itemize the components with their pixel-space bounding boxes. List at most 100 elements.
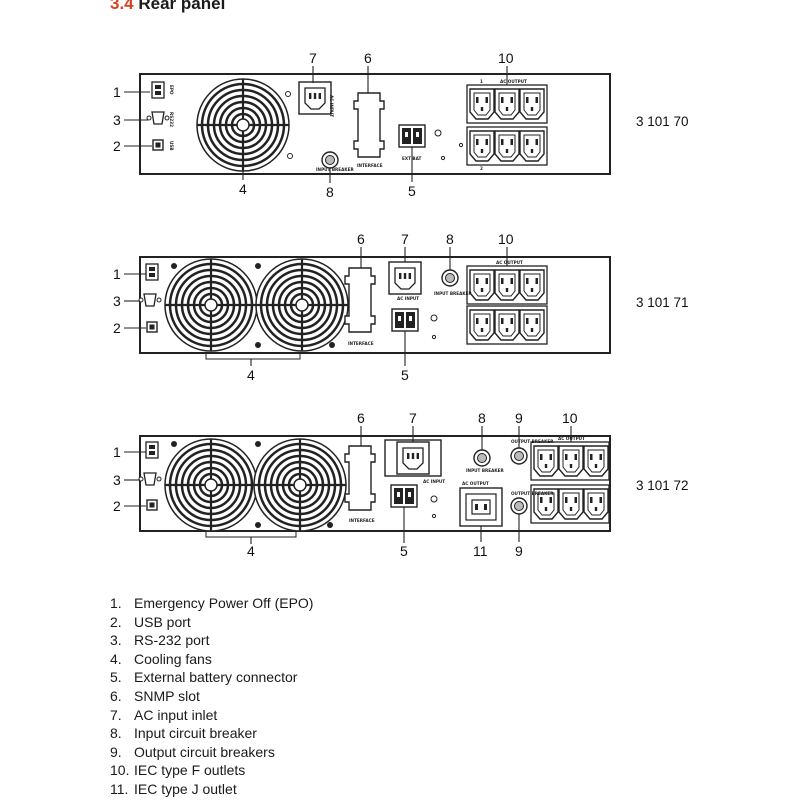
- input-breaker: [473, 449, 491, 467]
- panel3-callout-2: 2: [113, 498, 121, 514]
- output-breaker-top: [510, 447, 528, 465]
- panel3-label-interface: INTERFACE: [349, 518, 375, 523]
- panel3-callout-6: 6: [357, 410, 365, 426]
- panel1-label-group-1: 1: [480, 79, 483, 84]
- panel2-callout-4: 4: [247, 367, 255, 383]
- panel3-callout-8: 8: [478, 410, 486, 426]
- section-heading: 3.4 Rear panel: [110, 0, 225, 14]
- panel-3-101-72: AC INPUT INPUT BREAKER INTERFACE AC OUTP…: [113, 410, 689, 559]
- panel2-callout-8: 8: [446, 231, 454, 247]
- panel2-callout-1: 1: [113, 266, 121, 282]
- legend-item: 1.Emergency Power Off (EPO): [110, 595, 314, 611]
- input-breaker: [441, 269, 459, 287]
- panel1-callout-7: 7: [309, 50, 317, 66]
- snmp-slot: [344, 445, 376, 511]
- output-breaker-bottom: [510, 497, 528, 515]
- panel3-label-ac-input: AC INPUT: [423, 479, 445, 484]
- panel1-callout-10: 10: [498, 50, 514, 66]
- panel1-label-ac-input: AC INPUT: [329, 95, 334, 117]
- panel2-label-interface: INTERFACE: [348, 341, 374, 346]
- ac-input-inlet: [388, 261, 422, 295]
- panel3-callout-11: 11: [473, 543, 488, 559]
- panel3-callout-7: 7: [409, 410, 417, 426]
- panel1-callout-4: 4: [239, 181, 247, 197]
- battery-connector: [390, 484, 418, 508]
- panel1-callout-6: 6: [364, 50, 372, 66]
- panel3-callout-4: 4: [247, 543, 255, 559]
- snmp-slot: [344, 267, 376, 333]
- component-legend: 1.Emergency Power Off (EPO) 2.USB port 3…: [110, 594, 313, 799]
- panel1-label-input-breaker: INPUT BREAKER: [316, 167, 354, 172]
- legend-item: 5.External battery connector: [110, 669, 298, 686]
- panel3-callout-3: 3: [113, 472, 121, 488]
- panel3-callout-10: 10: [562, 410, 578, 426]
- outlet-block-top: [467, 266, 547, 304]
- legend-item: 2.USB port: [110, 613, 191, 630]
- outlet-block-top: [530, 441, 610, 481]
- panel3-callout-9-top: 9: [515, 410, 523, 426]
- panel2-callout-7: 7: [401, 231, 409, 247]
- legend-item: 11.IEC type J outlet: [110, 780, 237, 797]
- legend-item: 4.Cooling fans: [110, 650, 212, 667]
- fan-icon: [163, 257, 259, 353]
- battery-connector: [398, 124, 426, 148]
- panel3-callout-5: 5: [400, 543, 408, 559]
- ac-input-inlet: [396, 441, 430, 475]
- panel1-callout-3: 3: [113, 112, 121, 128]
- panel2-label-ac-output: AC OUTPUT: [496, 260, 523, 265]
- legend-item: 8.Input circuit breaker: [110, 725, 257, 742]
- panel1-callout-1: 1: [113, 84, 121, 100]
- fan-icon: [252, 437, 348, 533]
- panel2-callout-6: 6: [357, 231, 365, 247]
- outlet-block-bottom: [530, 484, 610, 524]
- panel3-callout-1: 1: [113, 444, 121, 460]
- usb-port: [152, 139, 164, 151]
- panel3-label-output-breaker-bottom: OUTPUT BREAKER: [511, 491, 554, 496]
- fan-icon: [195, 77, 291, 173]
- panel3-label-output-breaker-top: OUTPUT BREAKER: [511, 439, 554, 444]
- panel2-label-input-breaker: INPUT BREAKER: [434, 291, 472, 296]
- ac-input-inlet: [298, 81, 332, 115]
- panel3-label-input-breaker: INPUT BREAKER: [466, 468, 504, 473]
- panel2-callout-3: 3: [113, 293, 121, 309]
- epo-port: [151, 81, 165, 99]
- panel1-label-group-2: 2: [480, 166, 483, 171]
- outlet-block-top: [467, 85, 547, 123]
- panel1-label-interface: INTERFACE: [357, 163, 383, 168]
- panel1-label-ac-output: AC OUTPUT: [500, 79, 527, 84]
- usb-port: [146, 499, 158, 511]
- section-number: 3.4: [110, 0, 134, 13]
- fan-icon: [254, 257, 350, 353]
- panel1-model-number: 3 101 70: [636, 114, 689, 129]
- outlet-block-bottom: [467, 306, 547, 344]
- panel1-label-usb: USB: [169, 141, 174, 151]
- panel3-callout-9-bottom: 9: [515, 543, 523, 559]
- panel2-callout-2: 2: [113, 320, 121, 336]
- legend-item: 9.Output circuit breakers: [110, 743, 275, 760]
- outlet-block-bottom: [467, 127, 547, 165]
- fan-icon: [163, 437, 259, 533]
- battery-connector: [391, 308, 419, 332]
- panel3-model-number: 3 101 72: [636, 478, 689, 493]
- snmp-slot: [353, 92, 385, 158]
- panel3-label-ac-output-j: AC OUTPUT: [462, 481, 489, 486]
- panel1-label-epo: EPO: [169, 85, 174, 95]
- panel-3-101-70: AC INPUT INPUT BREAKER INTERFACE EXT BAT…: [113, 50, 689, 200]
- panel1-callout-2: 2: [113, 138, 121, 154]
- panel1-callout-5: 5: [408, 183, 416, 199]
- epo-port: [145, 263, 159, 281]
- panel-3-101-71: AC INPUT INPUT BREAKER INTERFACE AC OUTP…: [113, 231, 689, 383]
- legend-item: 7.AC input inlet: [110, 706, 218, 723]
- panel2-callout-5: 5: [401, 367, 409, 383]
- panel2-model-number: 3 101 71: [636, 295, 689, 310]
- legend-item: 10.IEC type F outlets: [110, 762, 246, 779]
- legend-item: 6.SNMP slot: [110, 687, 200, 704]
- rear-panel-diagrams: AC INPUT INPUT BREAKER INTERFACE EXT BAT…: [113, 50, 689, 559]
- usb-port: [146, 321, 158, 333]
- panel1-label-rs232: RS232: [169, 112, 174, 127]
- epo-port: [145, 441, 159, 459]
- panel2-callout-10: 10: [498, 231, 514, 247]
- panel1-callout-8: 8: [326, 184, 334, 200]
- panel2-label-ac-input: AC INPUT: [397, 296, 419, 301]
- section-title: Rear panel: [138, 0, 226, 13]
